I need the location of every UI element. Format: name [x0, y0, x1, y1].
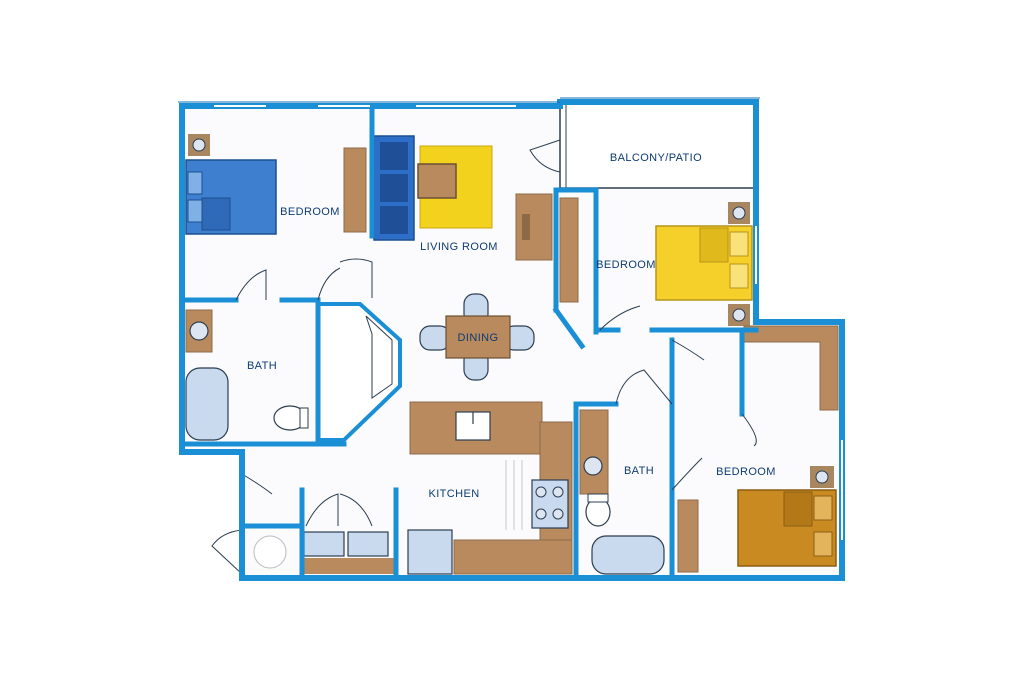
sink-icon: [583, 456, 603, 476]
room-label-balcony: BALCONY/PATIO: [610, 152, 702, 164]
balcony-door-swing: [529, 139, 561, 173]
dryer-icon: [347, 531, 389, 557]
kitchen-fixtures: [407, 401, 573, 575]
dining-table-icon: [445, 315, 511, 359]
entry-door-swing: [211, 529, 243, 575]
dresser-icon: [343, 147, 367, 233]
bedroom-1-furniture: [185, 134, 367, 235]
exterior-wall: [179, 99, 845, 581]
room-label-bedroom-2: BEDROOM: [596, 259, 656, 271]
windows: [214, 105, 843, 540]
refrigerator-icon: [407, 529, 453, 575]
bed-icon: [185, 159, 277, 235]
lamp-icon: [732, 308, 746, 322]
vanity-icon: [579, 409, 609, 495]
lamp-icon: [192, 138, 206, 152]
exterior-wall-outline: [178, 97, 760, 103]
closet-door-swing: [339, 493, 373, 527]
living-room-furniture: [373, 135, 553, 261]
door-swings: [235, 258, 757, 495]
room-label-dining: DINING: [458, 332, 499, 344]
lamp-icon: [732, 206, 746, 220]
counter-icon: [453, 539, 573, 575]
lamp-icon: [815, 470, 829, 484]
dresser-icon: [677, 499, 699, 573]
room-label-living-room: LIVING ROOM: [420, 241, 498, 253]
room-label-bath-1: BATH: [247, 360, 277, 372]
sofa-icon: [515, 193, 553, 261]
armchair-icon: [417, 163, 457, 199]
room-label-bath-2: BATH: [624, 465, 654, 477]
bath-2-fixtures: [579, 409, 665, 575]
bedroom-2-furniture: [559, 197, 753, 326]
bedroom-3-furniture: [677, 325, 839, 573]
bathtub-icon: [185, 367, 229, 441]
balcony-area: [529, 101, 757, 189]
sink-icon: [189, 321, 209, 341]
bathtub-icon: [591, 535, 665, 575]
room-label-bedroom-3: BEDROOM: [716, 466, 776, 478]
bath-1-fixtures: [185, 309, 309, 441]
dining-furniture: [419, 293, 535, 381]
water-heater-icon: [253, 535, 287, 569]
washer-icon: [303, 531, 345, 557]
closet-door-swing: [305, 493, 339, 527]
laundry-fixtures: [211, 493, 396, 575]
wardrobe-icon: [559, 197, 579, 303]
laundry-shelf-icon: [304, 558, 396, 574]
stove-icon: [531, 479, 569, 529]
room-label-bedroom-1: BEDROOM: [280, 206, 340, 218]
room-label-kitchen: KITCHEN: [428, 488, 479, 500]
